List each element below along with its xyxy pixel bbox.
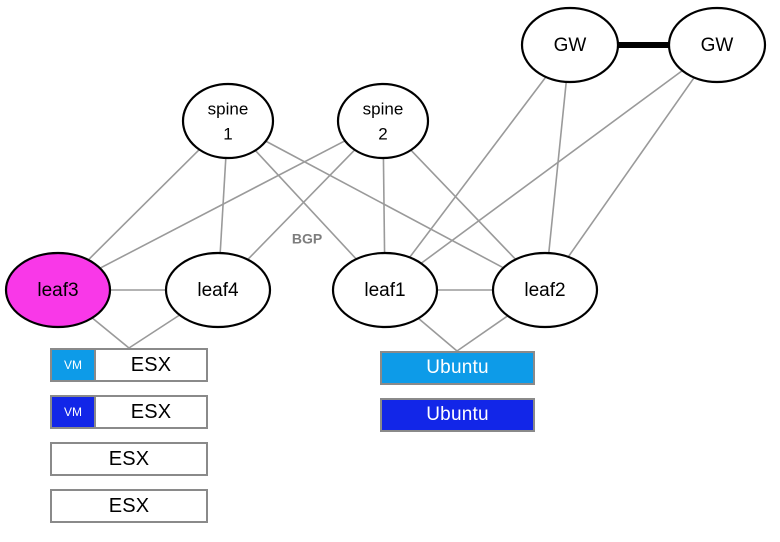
node-leaf3[interactable]: leaf3 (4, 251, 112, 329)
node-label-spine1-index: 1 (223, 124, 232, 143)
node-shape-leaf1 (331, 251, 439, 329)
edge-gw2-leaf2 (567, 77, 695, 258)
node-shape-spine1 (181, 82, 275, 160)
edge-spine2-leaf1 (382, 157, 386, 254)
host-label-esx4: ESX (108, 494, 150, 517)
host-box-ubuntu1[interactable]: Ubuntu (380, 351, 535, 385)
node-label-gw1: GW (554, 35, 587, 56)
node-shape-gw1 (520, 6, 620, 84)
vm-badge-esx1: VM (52, 350, 96, 380)
node-leaf4[interactable]: leaf4 (164, 251, 272, 329)
node-label-leaf3: leaf3 (37, 280, 78, 301)
node-shape-leaf3 (4, 251, 112, 329)
host-label-ubuntu1: Ubuntu (426, 357, 489, 378)
host-box-esx4[interactable]: ESX (50, 489, 208, 523)
host-box-ubuntu2[interactable]: Ubuntu (380, 398, 535, 432)
node-label-spine2-index: 2 (378, 124, 387, 143)
edge-spine1-leaf4 (219, 157, 227, 254)
edge-gw2-leaf1 (420, 69, 683, 265)
node-label-leaf1: leaf1 (364, 280, 405, 301)
node-label-leaf4: leaf4 (197, 280, 239, 301)
node-shape-leaf4 (164, 251, 272, 329)
node-label-spine1: spine (208, 99, 249, 118)
node-label-leaf2: leaf2 (524, 280, 565, 301)
host-box-esx2[interactable]: VM ESX (50, 395, 208, 429)
node-gw1[interactable]: GW (520, 6, 620, 84)
host-label-esx3: ESX (108, 447, 150, 470)
node-spine2[interactable]: spine 2 (336, 82, 430, 160)
host-label-esx1: ESX (130, 353, 172, 376)
host-box-esx1[interactable]: VM ESX (50, 348, 208, 382)
edge-spine2-leaf2 (410, 149, 517, 260)
edge-leaf2-ubuntu1 (456, 315, 509, 352)
node-label-gw2: GW (701, 35, 734, 56)
host-box-esx3[interactable]: ESX (50, 442, 208, 476)
node-leaf1[interactable]: leaf1 (331, 251, 439, 329)
node-shape-gw2 (667, 6, 767, 84)
edge-spine1-leaf1 (254, 149, 357, 260)
edge-spine2-leaf4 (247, 149, 356, 261)
node-gw2[interactable]: GW (667, 6, 767, 84)
node-shape-leaf2 (491, 251, 599, 329)
edge-spine1-leaf3 (87, 148, 200, 261)
host-label-esx2: ESX (130, 400, 172, 423)
host-label-ubuntu2: Ubuntu (426, 404, 489, 425)
edge-gw1-leaf1 (408, 76, 547, 258)
node-shape-spine2 (336, 82, 430, 160)
node-leaf2[interactable]: leaf2 (491, 251, 599, 329)
edge-leaf1-ubuntu1 (417, 317, 458, 352)
node-label-spine2: spine (363, 99, 404, 118)
vm-badge-esx2: VM (52, 397, 96, 427)
edge-spine2-leaf3 (99, 140, 346, 269)
bgp-annotation: BGP (292, 231, 322, 247)
edge-leaf3-esx1 (91, 317, 130, 349)
node-spine1[interactable]: spine 1 (181, 82, 275, 160)
edge-leaf4-esx1 (128, 314, 181, 349)
edge-gw1-leaf2 (547, 81, 568, 254)
